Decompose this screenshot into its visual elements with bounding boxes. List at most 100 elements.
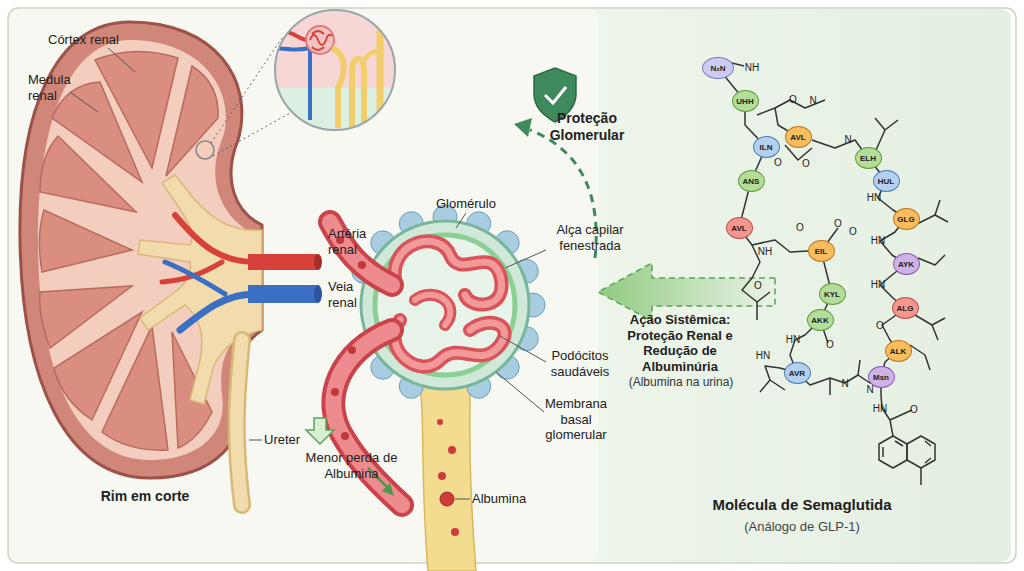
renal-pyramid <box>39 210 132 272</box>
residue-label: AVR <box>789 369 805 378</box>
kidney-cortex <box>20 22 262 478</box>
atom-label: N <box>809 96 816 106</box>
inset-vein <box>276 48 310 120</box>
renal-vein-end <box>314 285 322 303</box>
part-label: Medula renal <box>28 72 88 103</box>
left-panel <box>8 8 598 563</box>
residue-label: Msn <box>873 373 889 382</box>
residue-label: ANS <box>743 177 760 186</box>
leader-line <box>70 92 98 112</box>
renal-pyramid <box>40 136 136 212</box>
leader-line <box>500 336 546 362</box>
residue-circle: AVL <box>726 217 753 239</box>
atom-label: NH <box>758 247 772 257</box>
panel-subcaption: (Análogo de GLP-1) <box>672 519 932 534</box>
residue-circle: ANS <box>738 170 765 192</box>
blood-cell <box>348 346 356 354</box>
part-label: Veia renal <box>328 279 380 310</box>
atom-label: HN <box>871 236 885 246</box>
renal-vein <box>248 285 318 303</box>
residue-label: ILN <box>760 143 773 152</box>
inset-glomerulus <box>306 26 334 54</box>
residue-circle: AKK <box>807 309 834 331</box>
atom-label: O <box>826 340 834 350</box>
residue-label: AVL <box>790 133 805 142</box>
frame <box>8 8 1016 563</box>
residue-label: AYK <box>898 260 914 269</box>
residue-circle: HUL <box>873 170 900 192</box>
blood-cell <box>331 388 339 396</box>
inset-tubule <box>364 52 380 60</box>
inset-capillary <box>310 31 332 50</box>
residue-label: ELH <box>860 154 876 163</box>
residue-circle: ELH <box>855 147 882 169</box>
tubule <box>420 385 476 571</box>
residue-circle: GLG <box>893 208 920 230</box>
vein-branch <box>180 294 255 330</box>
inset-loop <box>352 59 364 128</box>
atom-label: N <box>841 379 848 389</box>
vein-branch <box>165 262 225 294</box>
atom-label: HN <box>873 404 887 414</box>
inset-artery <box>276 30 310 40</box>
ureter <box>237 340 242 505</box>
atom-label: O <box>789 95 797 105</box>
part-label: Glomérulo <box>436 196 526 212</box>
residue-label: ALK <box>890 347 906 356</box>
inset-border <box>275 10 395 130</box>
albumin-dot <box>437 419 443 425</box>
atom-label: N <box>866 385 873 395</box>
residue-label: AVL <box>731 224 746 233</box>
part-label: Membrana basal glomerular <box>538 396 614 443</box>
atom-label: O <box>802 159 810 169</box>
capillary-loop <box>415 295 450 325</box>
residue-circle: AVR <box>784 362 811 384</box>
leader-line <box>455 499 470 500</box>
residue-label: EIL <box>815 247 827 256</box>
residue-circle: KYL <box>819 283 846 305</box>
blood-cell <box>341 432 349 440</box>
panel-caption: Molécula de Semaglutida <box>672 496 932 513</box>
renal-pyramid <box>166 66 218 176</box>
residue-label: KYL <box>824 290 840 299</box>
check-mark <box>545 87 566 103</box>
residue-label: N₂N <box>710 64 725 73</box>
zoom-marker <box>196 141 214 159</box>
effect-label: Menor perda de Albumina <box>294 450 409 481</box>
basement-membrane <box>375 235 515 375</box>
atom-label: O <box>876 321 884 331</box>
part-label: Podócitos saudáveis <box>540 348 620 379</box>
part-label: Córtex renal <box>48 32 148 48</box>
residue-circle: UHH <box>732 90 759 112</box>
albumin-dot <box>440 492 454 506</box>
part-label: Artéria renal <box>328 226 390 257</box>
bowman-capsule <box>361 221 529 389</box>
residue-label: HUL <box>878 177 894 186</box>
atom-label: O <box>849 227 857 237</box>
action-note: (Albumina na urina) <box>596 375 766 389</box>
callout-title: Proteção Glomerular <box>532 110 642 144</box>
residue-label: ALG <box>897 304 914 313</box>
residue-circle: AYK <box>893 253 920 275</box>
atom-label: O <box>796 223 804 233</box>
capillary-loop <box>395 241 502 304</box>
part-label: Ureter <box>264 432 324 448</box>
albumin-dot <box>448 446 456 454</box>
residue-circle: ILN <box>753 136 780 158</box>
figure-caption: Rim em corte <box>70 488 220 505</box>
residue-circle: EIL <box>808 240 835 262</box>
residue-circle: ALG <box>892 297 919 319</box>
renal-artery <box>248 254 318 270</box>
albumin-dot <box>451 528 459 536</box>
atom-label: NH <box>745 63 759 73</box>
atom-label: HN <box>786 335 800 345</box>
leader-line <box>249 440 262 441</box>
zoom-line <box>211 38 282 143</box>
atom-label: O <box>754 281 762 291</box>
atom-label: O <box>834 219 842 229</box>
flow-arrowhead <box>382 483 394 496</box>
leader-line <box>496 372 544 412</box>
capillary-loop <box>415 295 450 325</box>
